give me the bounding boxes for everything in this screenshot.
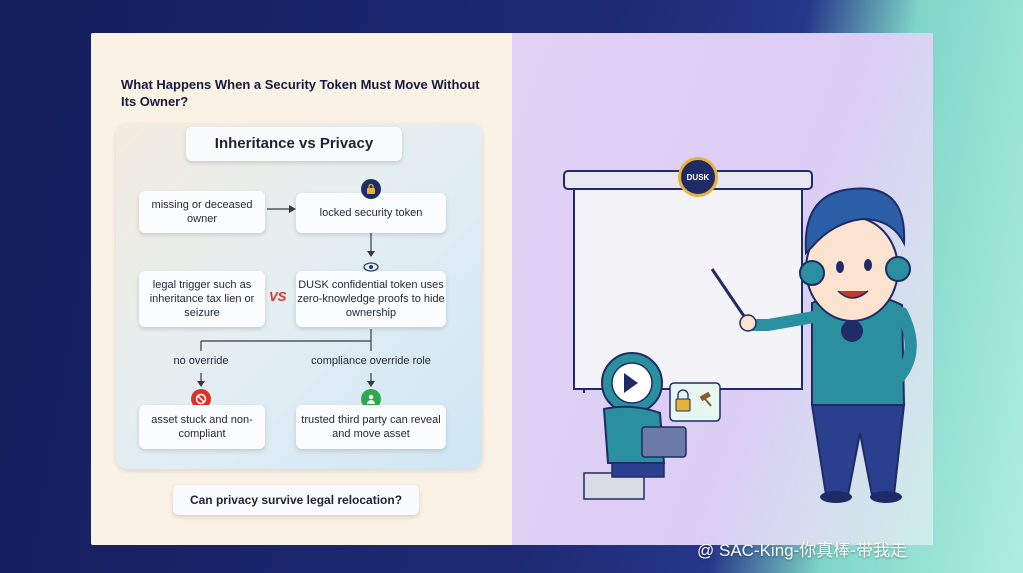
label-no-override: no override [173,355,229,367]
watermark: @ SAC-King-你真棒-带我走 [697,541,907,560]
no-entry-icon [191,389,211,409]
label-compliance-override: compliance override role [311,355,431,367]
vs-label: VS [269,289,287,304]
panel-title: Inheritance vs Privacy [186,127,402,161]
node-dusk-token: DUSK confidential token uses zero-knowle… [296,271,446,327]
node-legal-trigger: legal trigger such as inheritance tax li… [139,271,265,327]
gavel-icon [696,390,716,410]
mascot-illustration [563,170,917,503]
node-asset-stuck: asset stuck and non-compliant [139,405,265,449]
node-locked-token: locked security token [296,193,446,233]
user-check-icon [361,389,381,409]
eye-icon [363,259,379,272]
connector-lines [197,205,375,387]
node-trusted-party: trusted third party can reveal and move … [296,405,446,449]
node-missing-owner: missing or deceased owner [139,191,265,233]
lock-icon [361,179,381,199]
dusk-logo-icon: DUSK [678,157,718,197]
page-title: What Happens When a Security Token Must … [121,77,480,109]
question-banner: Can privacy survive legal relocation? [173,485,419,515]
illustration-card: What Happens When a Security Token Must … [91,33,933,545]
